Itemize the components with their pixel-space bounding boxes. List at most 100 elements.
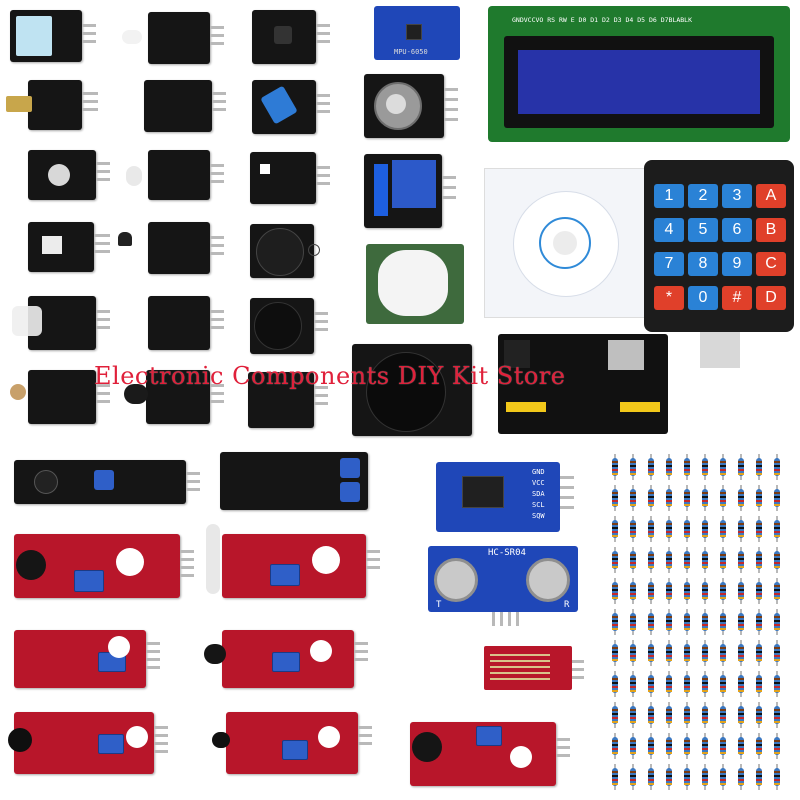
resistor bbox=[702, 516, 708, 542]
resistor bbox=[684, 485, 690, 511]
resistor bbox=[720, 516, 726, 542]
ultrasonic-label: HC-SR04 bbox=[488, 548, 526, 558]
resistor bbox=[612, 764, 618, 790]
resistor bbox=[756, 516, 762, 542]
resistor bbox=[738, 640, 744, 666]
hall-sensor-module bbox=[28, 222, 94, 272]
led-module bbox=[122, 12, 210, 64]
resistor bbox=[666, 640, 672, 666]
rgb-led-module bbox=[28, 150, 96, 200]
resistor bbox=[684, 702, 690, 728]
resistor bbox=[648, 547, 654, 573]
resistor bbox=[756, 547, 762, 573]
microphone-module bbox=[410, 722, 556, 786]
resistor bbox=[612, 485, 618, 511]
keypad-key: 9 bbox=[722, 252, 752, 276]
resistor bbox=[720, 547, 726, 573]
resistor bbox=[720, 578, 726, 604]
resistor bbox=[774, 609, 780, 635]
resistor bbox=[702, 547, 708, 573]
resistor bbox=[720, 702, 726, 728]
resistor bbox=[756, 454, 762, 480]
resistor bbox=[666, 485, 672, 511]
relay-module bbox=[364, 154, 442, 228]
resistor bbox=[702, 671, 708, 697]
keypad-key: 7 bbox=[654, 252, 684, 276]
resistor bbox=[720, 671, 726, 697]
resistor bbox=[774, 640, 780, 666]
resistor bbox=[702, 702, 708, 728]
resistor bbox=[666, 671, 672, 697]
hall-linear-module bbox=[14, 630, 146, 688]
tilt-switch-module bbox=[252, 80, 316, 134]
resistor bbox=[720, 609, 726, 635]
resistor bbox=[612, 454, 618, 480]
resistor bbox=[738, 547, 744, 573]
resistor bbox=[684, 764, 690, 790]
resistor bbox=[702, 485, 708, 511]
resistor bbox=[666, 547, 672, 573]
resistor bbox=[774, 733, 780, 759]
water-level-sensor bbox=[484, 646, 572, 690]
keypad-key: B bbox=[756, 218, 786, 242]
resistor bbox=[702, 609, 708, 635]
resistor bbox=[756, 609, 762, 635]
ir-receiver-module bbox=[144, 80, 212, 132]
resistor bbox=[774, 702, 780, 728]
rtc-pin-label: SQW bbox=[532, 512, 545, 520]
resistor bbox=[630, 609, 636, 635]
keypad-key: A bbox=[756, 184, 786, 208]
resistor bbox=[720, 764, 726, 790]
resistor bbox=[738, 702, 744, 728]
resistor bbox=[612, 609, 618, 635]
resistor bbox=[774, 547, 780, 573]
resistor bbox=[612, 640, 618, 666]
resistor bbox=[774, 454, 780, 480]
resistor bbox=[684, 578, 690, 604]
resistor bbox=[756, 671, 762, 697]
resistor bbox=[738, 609, 744, 635]
pir-sensor-module bbox=[366, 244, 464, 324]
resistor bbox=[648, 485, 654, 511]
resistor bbox=[756, 640, 762, 666]
passive-buzzer-module bbox=[250, 298, 314, 354]
resistor bbox=[702, 764, 708, 790]
resistor bbox=[684, 640, 690, 666]
keypad-key: D bbox=[756, 286, 786, 310]
resistor bbox=[648, 671, 654, 697]
resistor bbox=[774, 485, 780, 511]
light-blocking-module bbox=[248, 372, 314, 428]
resistor bbox=[630, 547, 636, 573]
resistor bbox=[684, 547, 690, 573]
resistor bbox=[630, 516, 636, 542]
resistor bbox=[666, 764, 672, 790]
resistor bbox=[666, 702, 672, 728]
resistor bbox=[702, 733, 708, 759]
resistor bbox=[756, 702, 762, 728]
resistor bbox=[702, 578, 708, 604]
resistor bbox=[612, 516, 618, 542]
rotary-encoder-module bbox=[364, 74, 444, 138]
resistor bbox=[756, 764, 762, 790]
rtc-pin-label: VCC bbox=[532, 479, 545, 487]
ir-transmitter-module bbox=[124, 370, 210, 424]
temp-sensor-chip bbox=[118, 232, 132, 246]
resistor bbox=[720, 454, 726, 480]
resistor bbox=[612, 702, 618, 728]
resistor bbox=[648, 578, 654, 604]
resistor bbox=[756, 733, 762, 759]
resistor bbox=[756, 578, 762, 604]
dht11-module bbox=[10, 10, 82, 62]
mercury-tilt-module bbox=[12, 296, 96, 350]
resistor bbox=[738, 764, 744, 790]
keypad-key: C bbox=[756, 252, 786, 276]
keypad-key: * bbox=[654, 286, 684, 310]
rtc-pin-label: SCL bbox=[532, 501, 545, 509]
photo-interrupter-module bbox=[148, 222, 210, 274]
joystick-module bbox=[352, 344, 472, 436]
software-cd bbox=[484, 168, 648, 318]
resistor bbox=[702, 454, 708, 480]
lcd-pin-header: GNDVCCVO RS RW E D0 D1 D2 D3 D4 D5 D6 D7… bbox=[512, 16, 693, 24]
